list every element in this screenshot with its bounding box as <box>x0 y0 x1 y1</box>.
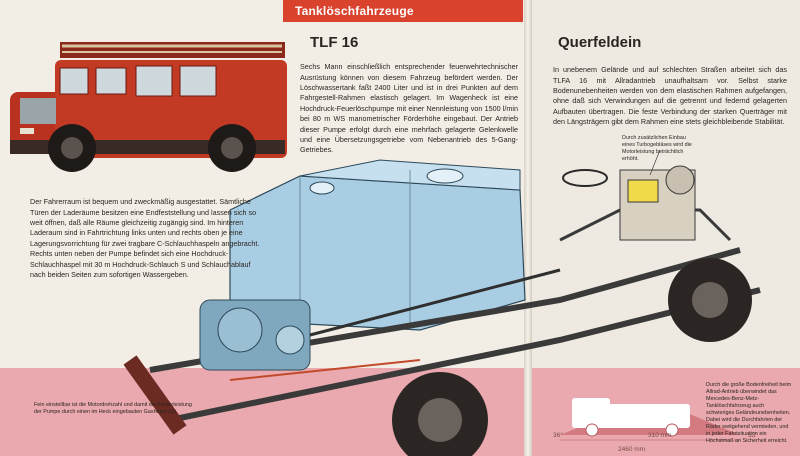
caption-turbo: Durch zusätzlichen Einbau eines Turbogeb… <box>622 135 692 162</box>
width-label: 2460 mm <box>618 446 646 453</box>
header-title: Tanklöschfahrzeuge <box>295 4 414 18</box>
caption-fein: Fein einstellbar ist die Motordrehzahl u… <box>34 402 192 415</box>
paragraph-tlf: Sechs Mann einschließlich entsprechender… <box>300 62 518 155</box>
fire-truck-illustration <box>10 42 287 172</box>
section-heading-querfeldein: Querfeldein <box>558 34 642 51</box>
page-fold <box>524 0 532 456</box>
chassis-cutaway-illustration <box>123 149 761 456</box>
angle-right-label: 33° <box>748 432 758 439</box>
clearance-label: 310 mm <box>648 432 672 439</box>
paragraph-fahrerraum: Der Fahrerraum ist bequem und zweckmäßig… <box>30 197 260 280</box>
angle-left-label: 36° <box>553 432 563 439</box>
section-heading-tlf: TLF 16 <box>310 34 359 51</box>
caption-allrad: Durch die große Bodenfreiheit beim Allra… <box>706 382 792 444</box>
clearance-diagram <box>560 398 740 441</box>
paragraph-querfeldein: In unebenem Gelände und auf schlechten S… <box>553 65 787 127</box>
header-bar <box>283 0 523 22</box>
